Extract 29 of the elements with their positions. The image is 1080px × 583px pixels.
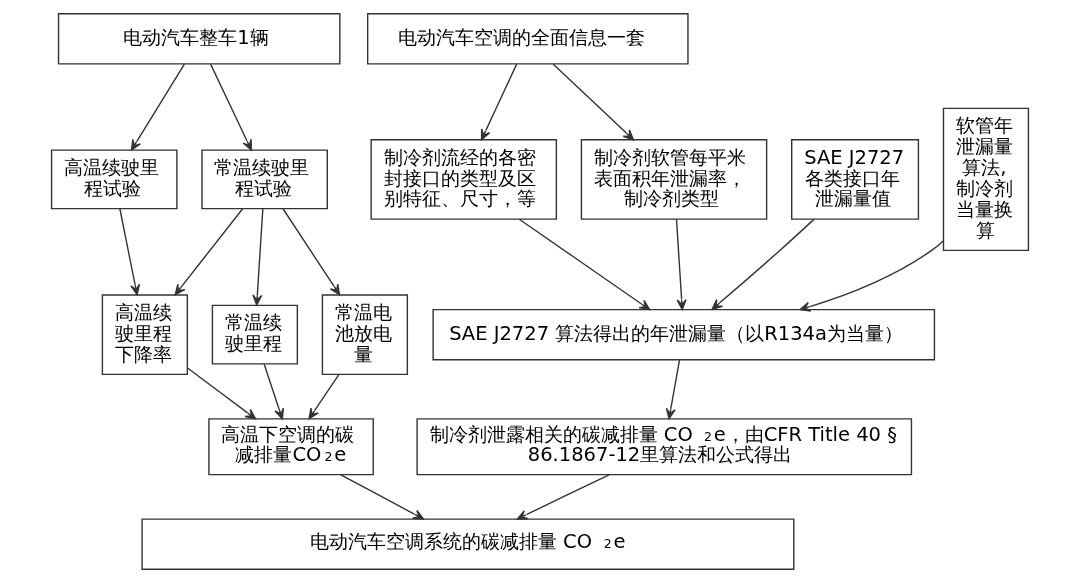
node-box: SAE J2727 算法得出的年泄漏量（以R134a为当量） [432,308,936,361]
arrow [119,208,141,296]
node-box: 常温续驶里程 [211,304,299,365]
node-box: 常温电池放电量 [321,294,409,376]
node-box: SAE J2727 各类接口年泄漏量值 [791,139,920,220]
node-box: 软管年泄漏量算法,制冷剂当量换算 [942,107,1030,252]
arrow [711,218,815,310]
arrow [308,374,340,420]
node-box: 制冷剂流经的各密封接口的类型及区别特征、尺寸，等 [370,139,558,220]
arrow [516,474,610,520]
arrow [186,367,257,420]
arrow [209,63,253,151]
arrow [518,218,651,311]
node-box: 常温续驶里程试验 [201,149,328,210]
arrow [282,208,341,296]
arrow [480,63,518,141]
node-box: 高温续驶里程下降率 [101,294,189,376]
arrow [174,208,244,296]
node-box: 电动汽车整车1辆 [57,13,341,65]
arrow [263,363,285,420]
node-box: 电动汽车空调的全面信息一套 [366,13,689,65]
arrow [252,208,264,306]
node-box: 制冷剂软管每平米表面积年泄漏率，制冷剂类型 [580,139,768,220]
arrow [665,359,681,420]
arrow [340,474,425,520]
arrow [799,240,944,312]
arrow [675,218,687,311]
arrow [130,63,186,151]
node-box: 高温续驶里程试验 [50,149,178,210]
